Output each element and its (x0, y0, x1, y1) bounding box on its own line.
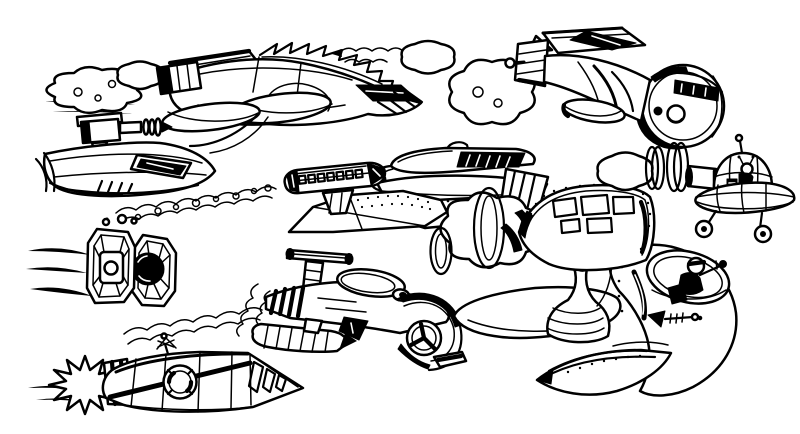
ship-trophy-rocket (429, 183, 738, 397)
ship-octagon-pod-fighter (26, 213, 178, 308)
ship-crested-cruiser (155, 41, 424, 154)
speed-lines (26, 248, 92, 296)
smoke-trail-crested-cruiser (45, 60, 164, 115)
ship-scooter-rocket (251, 248, 468, 372)
tail-rivets (566, 354, 642, 374)
ship-alien-saucer (596, 133, 796, 244)
pod-windows (297, 168, 364, 185)
ship-window-pod-cruiser (283, 161, 449, 234)
bubble-trail-window-pod (105, 184, 277, 223)
smoke-trail-scooter (123, 283, 271, 345)
smoke-rings (429, 186, 542, 276)
ship-submarine-rocket (28, 332, 305, 416)
speckle-dots (356, 194, 432, 211)
smoke-trail-bubble-scout (332, 39, 536, 126)
saucer-exhaust (596, 141, 690, 193)
ship-turret-speeder (34, 111, 217, 198)
flame-burst (28, 354, 123, 416)
ship-bubble-pod-scout (504, 26, 726, 150)
